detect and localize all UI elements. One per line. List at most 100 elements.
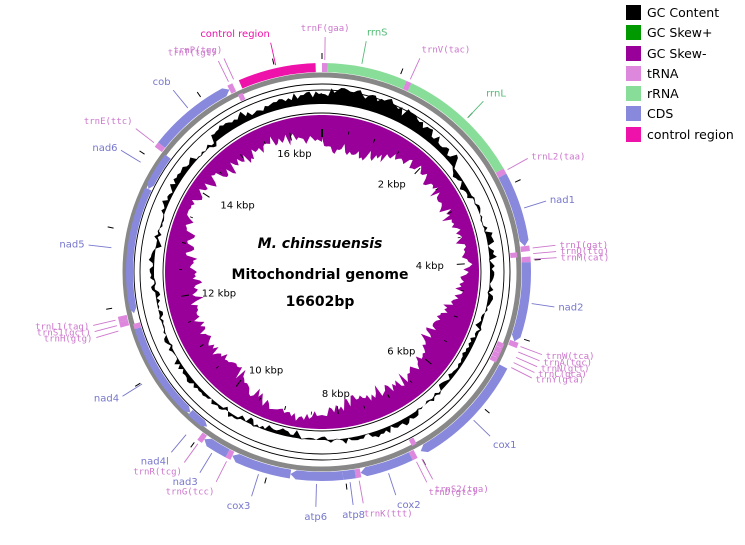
legend-swatch <box>626 65 641 81</box>
outer-tick <box>514 179 521 183</box>
callout-label-trns2-tga: trnS2(tga) <box>435 485 489 495</box>
callout-label-nad6: nad6 <box>92 143 117 154</box>
scale-minor-tick <box>215 365 219 369</box>
scale-label-14kbp: 14 kbp <box>220 201 254 212</box>
feature-trns1-gct <box>119 320 130 328</box>
scale-label-6kbp: 6 kbp <box>387 347 415 358</box>
feature-cob <box>158 88 230 148</box>
callout-label-trnl2-taa: trnL2(taa) <box>531 153 585 163</box>
scale-tick <box>336 406 339 415</box>
feature-trnv-tac <box>402 80 412 92</box>
callout-line-cox2 <box>388 473 397 496</box>
legend-swatch <box>626 45 641 61</box>
legend-label: GC Skew- <box>647 45 707 61</box>
callout-line-trnh-gtg <box>96 330 119 338</box>
scale-ticks: 2 kbp 4 kbp 6 kbp 8 kbp 10 kbp 12 kbp 14 kbp 16… <box>106 53 541 490</box>
feature-nad5 <box>125 187 152 314</box>
scale-minor-tick <box>347 131 350 135</box>
scale-minor-tick <box>363 405 366 409</box>
outer-tick <box>107 226 114 229</box>
feature-trnw-tca <box>508 339 519 349</box>
scale-tick <box>289 132 292 141</box>
legend-swatch <box>626 5 641 20</box>
feature-trnn-gtt <box>493 345 503 354</box>
feature-trna-tgc <box>496 341 505 349</box>
legend-label: GC Skew+ <box>647 25 713 41</box>
callout-line-trng-tcc <box>215 461 227 483</box>
legend-item-control-region: control region <box>626 125 734 144</box>
legend-item-gc-content: GC Content <box>626 3 734 22</box>
callout-line-trne-ttc <box>135 128 155 144</box>
callout-line-nad2 <box>531 303 555 308</box>
callout-label-nad1: nad1 <box>550 195 575 206</box>
legend-swatch <box>626 86 641 102</box>
callout-line-trnw-tca <box>520 346 543 356</box>
callout-label-trnf-gaa: trnF(gaa) <box>301 24 350 34</box>
callout-line-trny-gta <box>511 367 532 379</box>
center-title-block: M. chinssuensis Mitochondrial genome 166… <box>232 236 409 310</box>
feature-control-region <box>238 63 316 89</box>
callout-label-rrnl: rrnL <box>486 88 506 99</box>
callout-label-trns1-gct: trnS1(gct) <box>37 329 91 339</box>
callout-label-atp6: atp6 <box>304 512 327 523</box>
callout-label-trnd-gtc: trnD(gtc) <box>429 488 478 498</box>
callout-label-trnk-ttt: trnK(ttt) <box>364 509 413 519</box>
callout-label-nad3: nad3 <box>173 477 198 488</box>
scale-minor-tick <box>409 380 413 384</box>
callout-label-nad2: nad2 <box>558 303 583 314</box>
callout-line-rrnl <box>467 100 484 119</box>
callout-label-trnw-tca: trnW(tca) <box>546 352 595 362</box>
callout-line-trnl2-taa <box>507 158 528 170</box>
callout-line-atp6 <box>315 483 317 507</box>
feature-atp8 <box>342 469 356 480</box>
callout-line-trnv-tac <box>409 58 421 80</box>
feature-nad2 <box>511 262 531 342</box>
feature-trns2-tga <box>408 437 417 447</box>
feature-trnp-tgg <box>237 92 246 102</box>
genome-length: 16602bp <box>286 294 355 310</box>
callout-line-nad6 <box>120 149 141 163</box>
outer-tick <box>345 483 348 490</box>
scale-label-8kbp: 8 kbp <box>322 389 350 400</box>
gc-ring-outline <box>139 89 505 455</box>
callout-line-cox3 <box>251 474 259 497</box>
feature-nad4 <box>134 327 191 413</box>
genome-backbone <box>122 72 522 472</box>
skew-ring-outline <box>162 112 482 432</box>
callout-label-atp8: atp8 <box>342 510 365 521</box>
callout-label-trny-gta: trnY(gta) <box>535 376 584 386</box>
scale-tick <box>181 242 187 244</box>
feature-trnh-gtg <box>133 322 142 330</box>
scale-tick <box>372 138 376 144</box>
scale-minor-tick <box>258 397 261 401</box>
scale-label-12kbp: 12 kbp <box>202 289 236 300</box>
scale-label-4kbp: 4 kbp <box>416 261 444 272</box>
callout-line-trns1-gct <box>94 325 118 332</box>
callout-label-nad5: nad5 <box>59 240 84 251</box>
legend-swatch <box>626 126 641 142</box>
genome-subtitle: Mitochondrial genome <box>232 267 409 283</box>
callout-label-rrns: rrnS <box>367 27 388 38</box>
feature-trnl2-taa <box>495 168 507 178</box>
legend-item-cds: CDS <box>626 104 734 123</box>
legend-item-gc-skew: GC Skew- <box>626 44 734 63</box>
feature-cox1 <box>420 364 508 453</box>
scale-minor-tick <box>219 171 223 175</box>
scale-tick <box>180 294 190 297</box>
callout-line-trnc-gca <box>513 362 535 373</box>
scale-label-2kbp: 2 kbp <box>378 179 406 190</box>
scale-tick <box>202 192 210 198</box>
outer-tick <box>196 91 202 98</box>
feature-trnt-tgt <box>227 83 237 94</box>
legend-swatch <box>626 106 641 122</box>
callout-line-nad4 <box>122 383 143 397</box>
feature-trnl1-tag <box>117 314 128 323</box>
callout-line-trnd-gtc <box>416 461 428 483</box>
scale-label-10kbp: 10 kbp <box>249 366 283 377</box>
callout-line-trnt-tgt <box>217 60 229 82</box>
callout-line-trnm-cat <box>533 257 557 260</box>
outer-tick <box>106 307 113 310</box>
legend-item-rrna: rRNA <box>626 84 734 103</box>
scale-minor-tick <box>396 151 400 155</box>
